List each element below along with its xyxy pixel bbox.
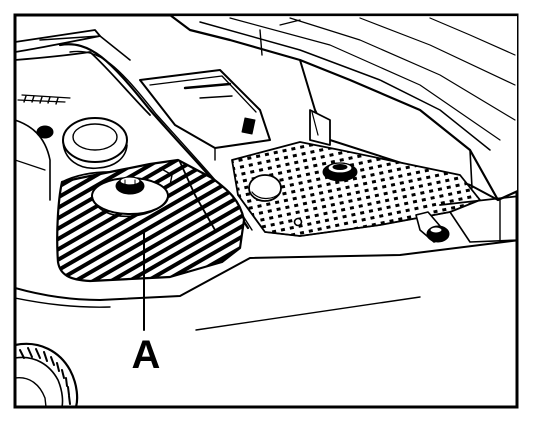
front-panel xyxy=(15,239,517,331)
reservoir-neck xyxy=(91,167,173,218)
callout-label-a: A xyxy=(131,333,161,377)
grille-knob xyxy=(322,162,358,182)
grille-plug xyxy=(248,174,282,202)
right-body-panel xyxy=(439,195,517,243)
relay-box xyxy=(139,69,271,161)
wheel xyxy=(15,342,79,407)
bonnet-hinge xyxy=(309,109,331,146)
filler-cap xyxy=(415,211,450,243)
grille-screw xyxy=(293,217,303,227)
reservoir-cap xyxy=(36,117,128,169)
